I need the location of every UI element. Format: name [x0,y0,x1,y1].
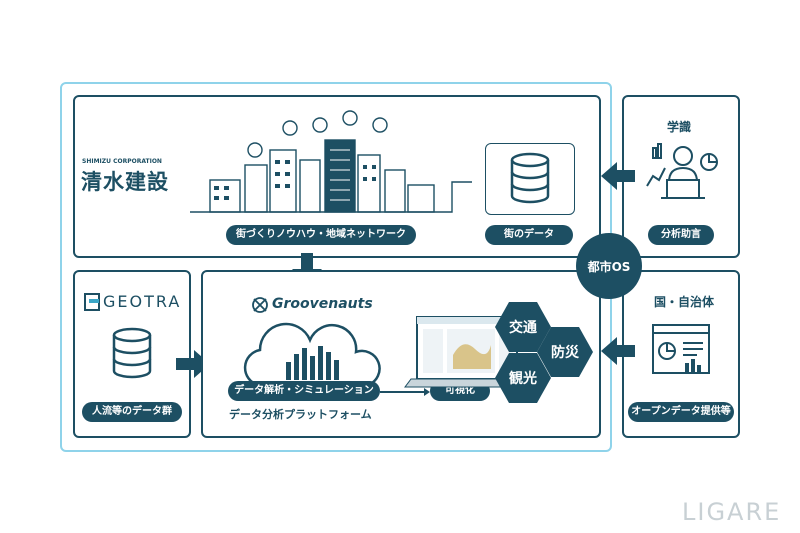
groovenauts-logo-text: Groovenauts [272,296,373,312]
geotra-logo-text: GEOTRA [103,292,182,311]
open-data-label: オープンデータ提供等 [628,402,734,422]
knowhow-label: 街づくりノウハウ・地域ネットワーク [226,225,416,245]
analysis-advice-label: 分析助言 [648,225,714,245]
flow-line [380,388,430,396]
cloud-analytics-icon [243,322,381,387]
city-skyline-icon [190,110,472,213]
arrow-left-icon [601,162,635,190]
geotra-logo-icon [84,293,100,311]
database-icon [112,327,152,379]
people-flow-data-label: 人流等のデータ群 [82,402,182,422]
city-os-node: 都市OS [576,233,642,299]
analyst-icon [646,143,718,199]
open-data-screen-icon [652,324,710,374]
analysis-simulation-label: データ解析・シミュレーション [228,381,380,401]
city-data-label: 街のデータ [485,225,573,245]
shimizu-corp-text: SHIMIZU CORPORATION [82,158,162,165]
arrow-left-icon [601,337,635,365]
academia-title: 学識 [667,120,692,134]
platform-label: データ分析プラットフォーム [229,408,372,421]
shimizu-logo-text: 清水建設 [81,169,169,194]
ligare-watermark: LIGARE [682,498,782,526]
groovenauts-logo-icon [252,297,268,313]
database-icon [510,152,550,204]
government-title: 国・自治体 [654,295,715,309]
